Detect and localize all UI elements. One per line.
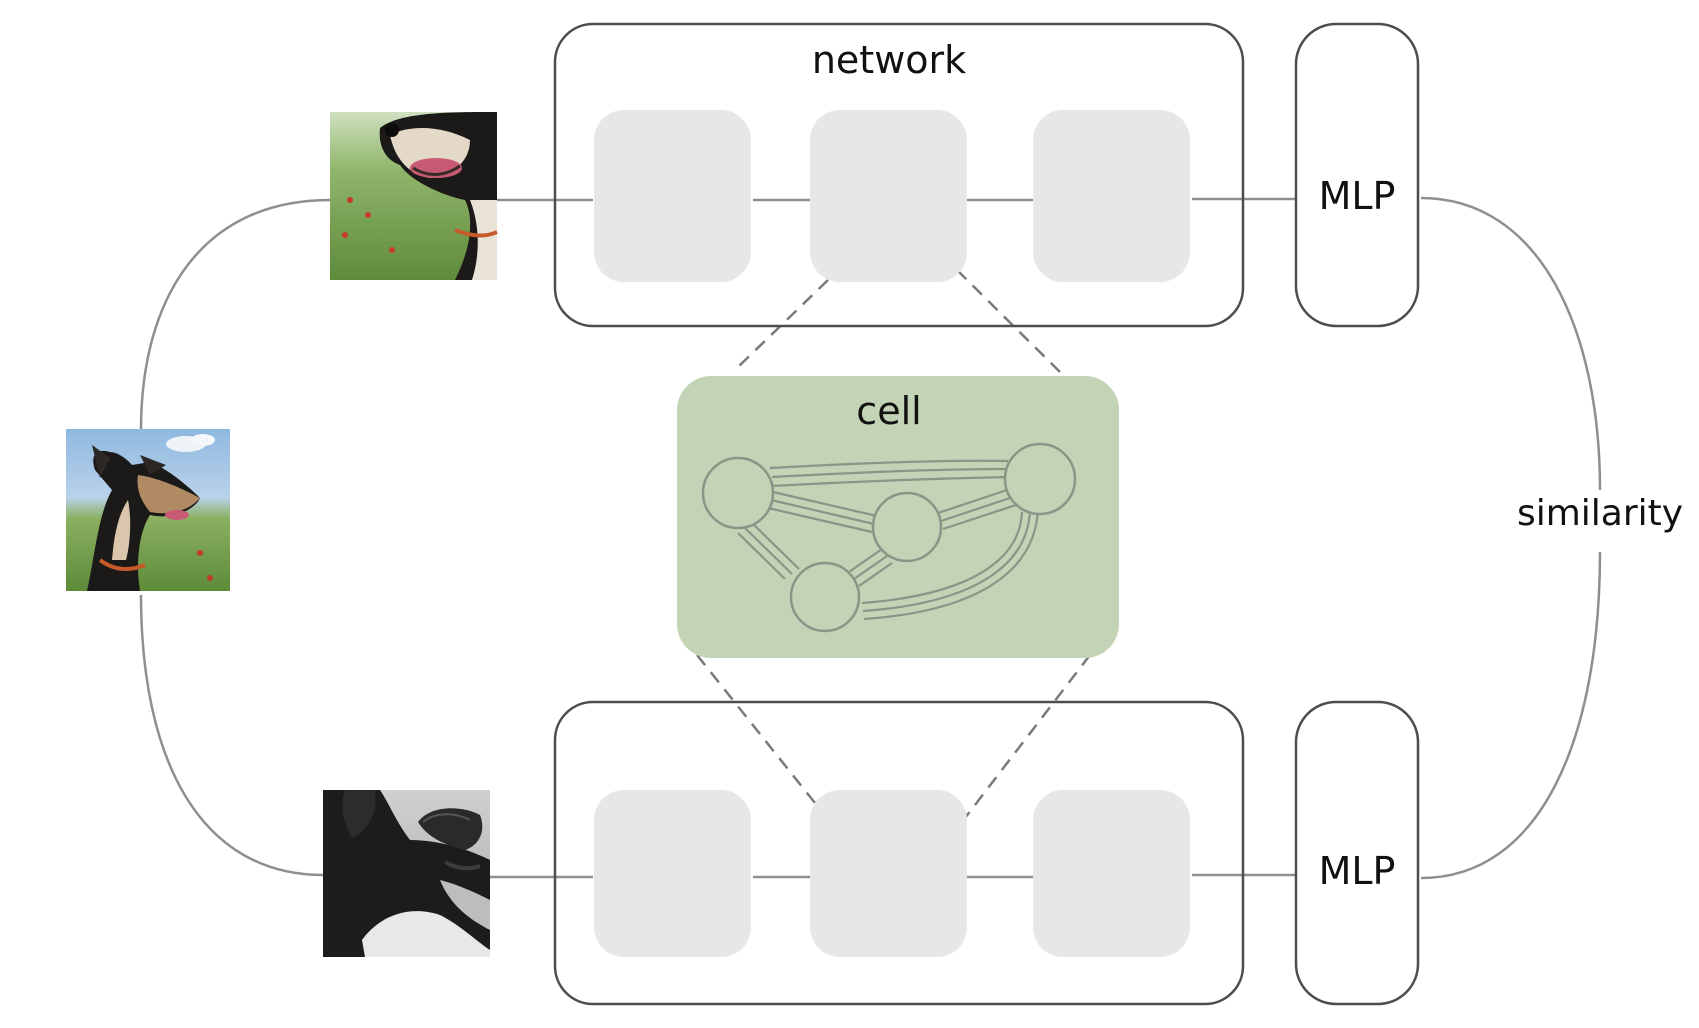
cell-edge-c-d xyxy=(861,511,1024,605)
mlp-label-top: MLP xyxy=(1319,174,1396,218)
network-block-bottom-1 xyxy=(594,790,751,957)
cell-node-b xyxy=(871,491,943,563)
dashed-line-bottom-left xyxy=(696,654,816,804)
branch-line-bottom xyxy=(139,594,324,877)
branch-line-top xyxy=(139,198,331,431)
network-block-top-3 xyxy=(1033,110,1190,282)
image-view-bottom xyxy=(323,790,490,957)
mlp-label-bottom: MLP xyxy=(1319,849,1396,893)
cell-node-c xyxy=(789,561,861,633)
cell-node-a xyxy=(701,456,775,530)
cell-edge-a-d xyxy=(769,459,1009,470)
network-box-bottom xyxy=(553,700,1245,1006)
cell-edge-a-c xyxy=(751,522,800,570)
similarity-curve-top xyxy=(1420,196,1602,491)
network-label: network xyxy=(812,38,966,82)
dashed-line-top-left xyxy=(736,279,829,369)
dashed-line-bottom-right xyxy=(964,654,1091,819)
image-view-top xyxy=(330,112,498,280)
cell-edge-b-d xyxy=(937,487,1011,515)
cell-edge-c-b xyxy=(848,548,883,573)
network-box-top xyxy=(553,22,1245,328)
similarity-label: similarity xyxy=(1517,493,1683,534)
mlp-box-top xyxy=(1294,22,1420,328)
dashed-line-top-right xyxy=(956,269,1064,376)
network-block-bottom-3 xyxy=(1033,790,1190,957)
cell-node-d xyxy=(1003,442,1077,516)
zoom-dashed-lines xyxy=(696,269,1091,819)
network-block-top-1 xyxy=(594,110,751,282)
cell-nodes xyxy=(701,442,1077,633)
cell-label: cell xyxy=(856,389,921,433)
network-block-bottom-2 xyxy=(810,790,967,957)
mlp-box-bottom xyxy=(1294,700,1420,1006)
network-block-top-2 xyxy=(810,110,967,282)
image-original xyxy=(66,429,230,591)
cell-graph xyxy=(737,459,1040,621)
cell-edge-a-b xyxy=(772,490,878,518)
similarity-curve-bottom xyxy=(1420,551,1602,880)
